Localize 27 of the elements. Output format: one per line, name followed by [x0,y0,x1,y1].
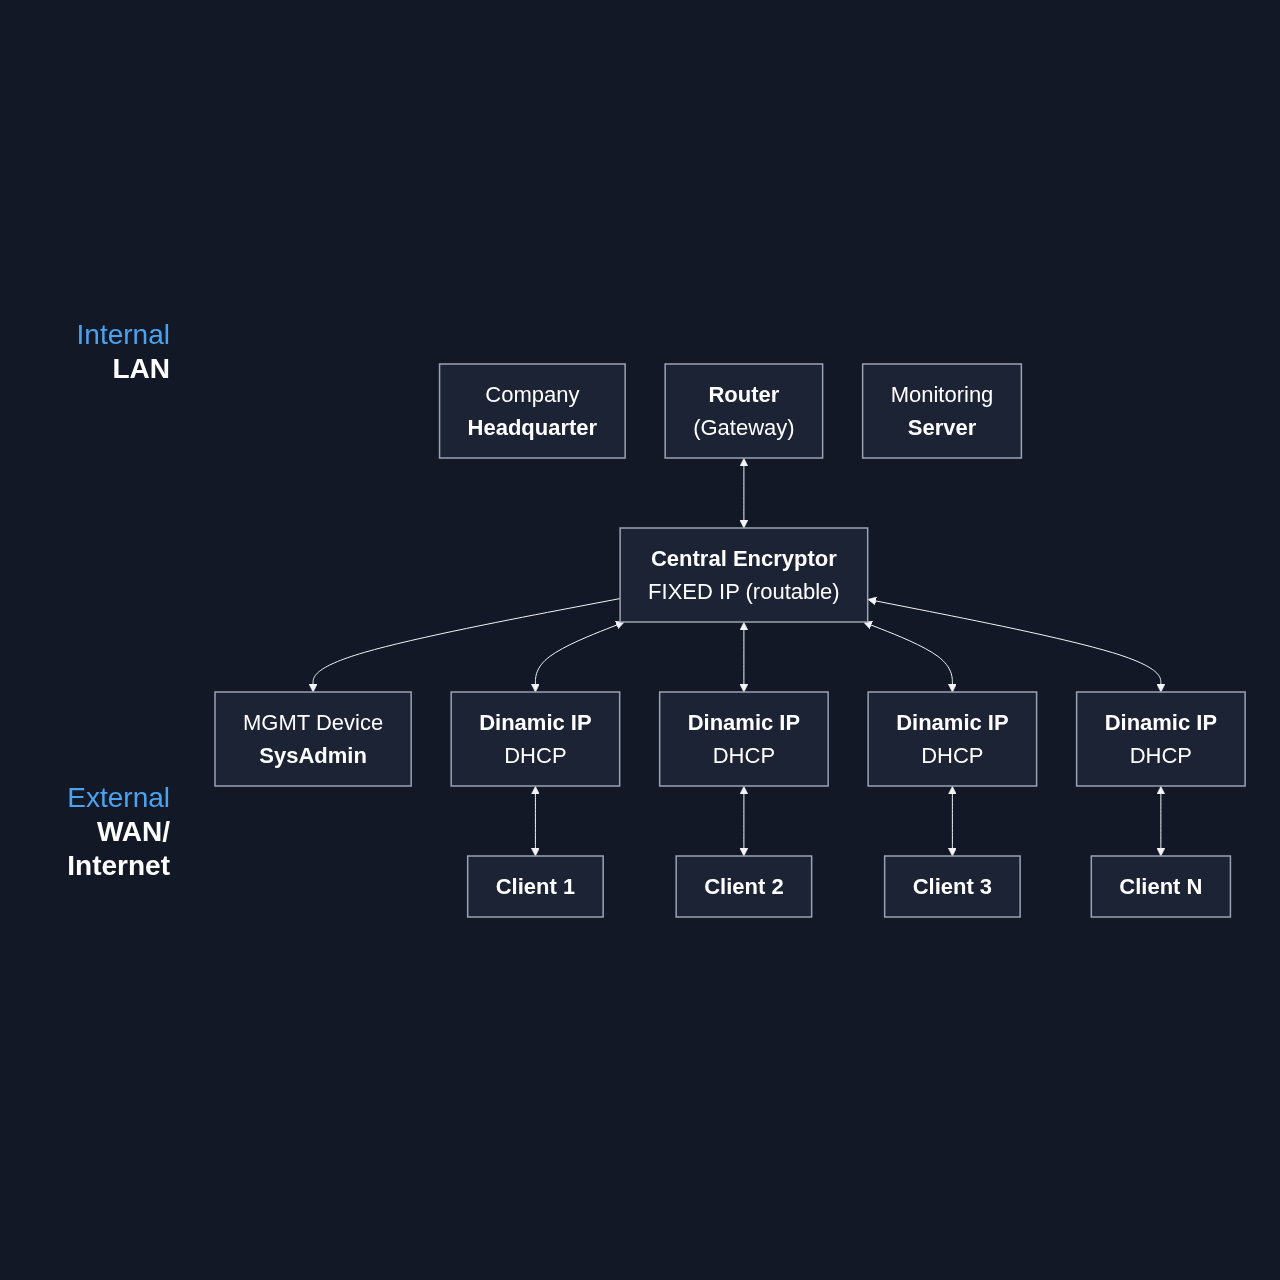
node-box: Client 1 [466,854,604,918]
node-box: Central Encryptor FIXED IP (routable) [619,526,869,623]
node-box: Dinamic IP DHCP [867,690,1038,787]
node-box: Dinamic IP DHCP [1075,690,1246,787]
node-box: Dinamic IP DHCP [450,690,621,787]
zone-name: WAN/ Internet [66,814,170,883]
arrow [308,597,621,692]
node-box: MGMT Device SysAdmin [214,690,412,787]
arrow [867,596,1166,692]
arrow [1156,785,1166,856]
zone-heading: Internal [76,317,170,352]
arrow [739,621,749,692]
node-box: Client 3 [883,854,1021,918]
zone-name: LAN [112,351,170,386]
node-box: Monitoring Server [861,362,1023,459]
node-box: Company Headquarter [438,362,626,459]
arrow [947,785,957,856]
node-box: Client N [1090,854,1232,918]
arrow [739,785,749,856]
arrow [863,620,957,692]
arrow [739,457,749,528]
node-box: Router (Gateway) [664,362,824,459]
node-box: Dinamic IP DHCP [658,690,829,787]
arrow [530,620,625,692]
node-box: Client 2 [675,854,813,918]
arrow [530,785,540,856]
zone-heading: External [67,780,170,815]
